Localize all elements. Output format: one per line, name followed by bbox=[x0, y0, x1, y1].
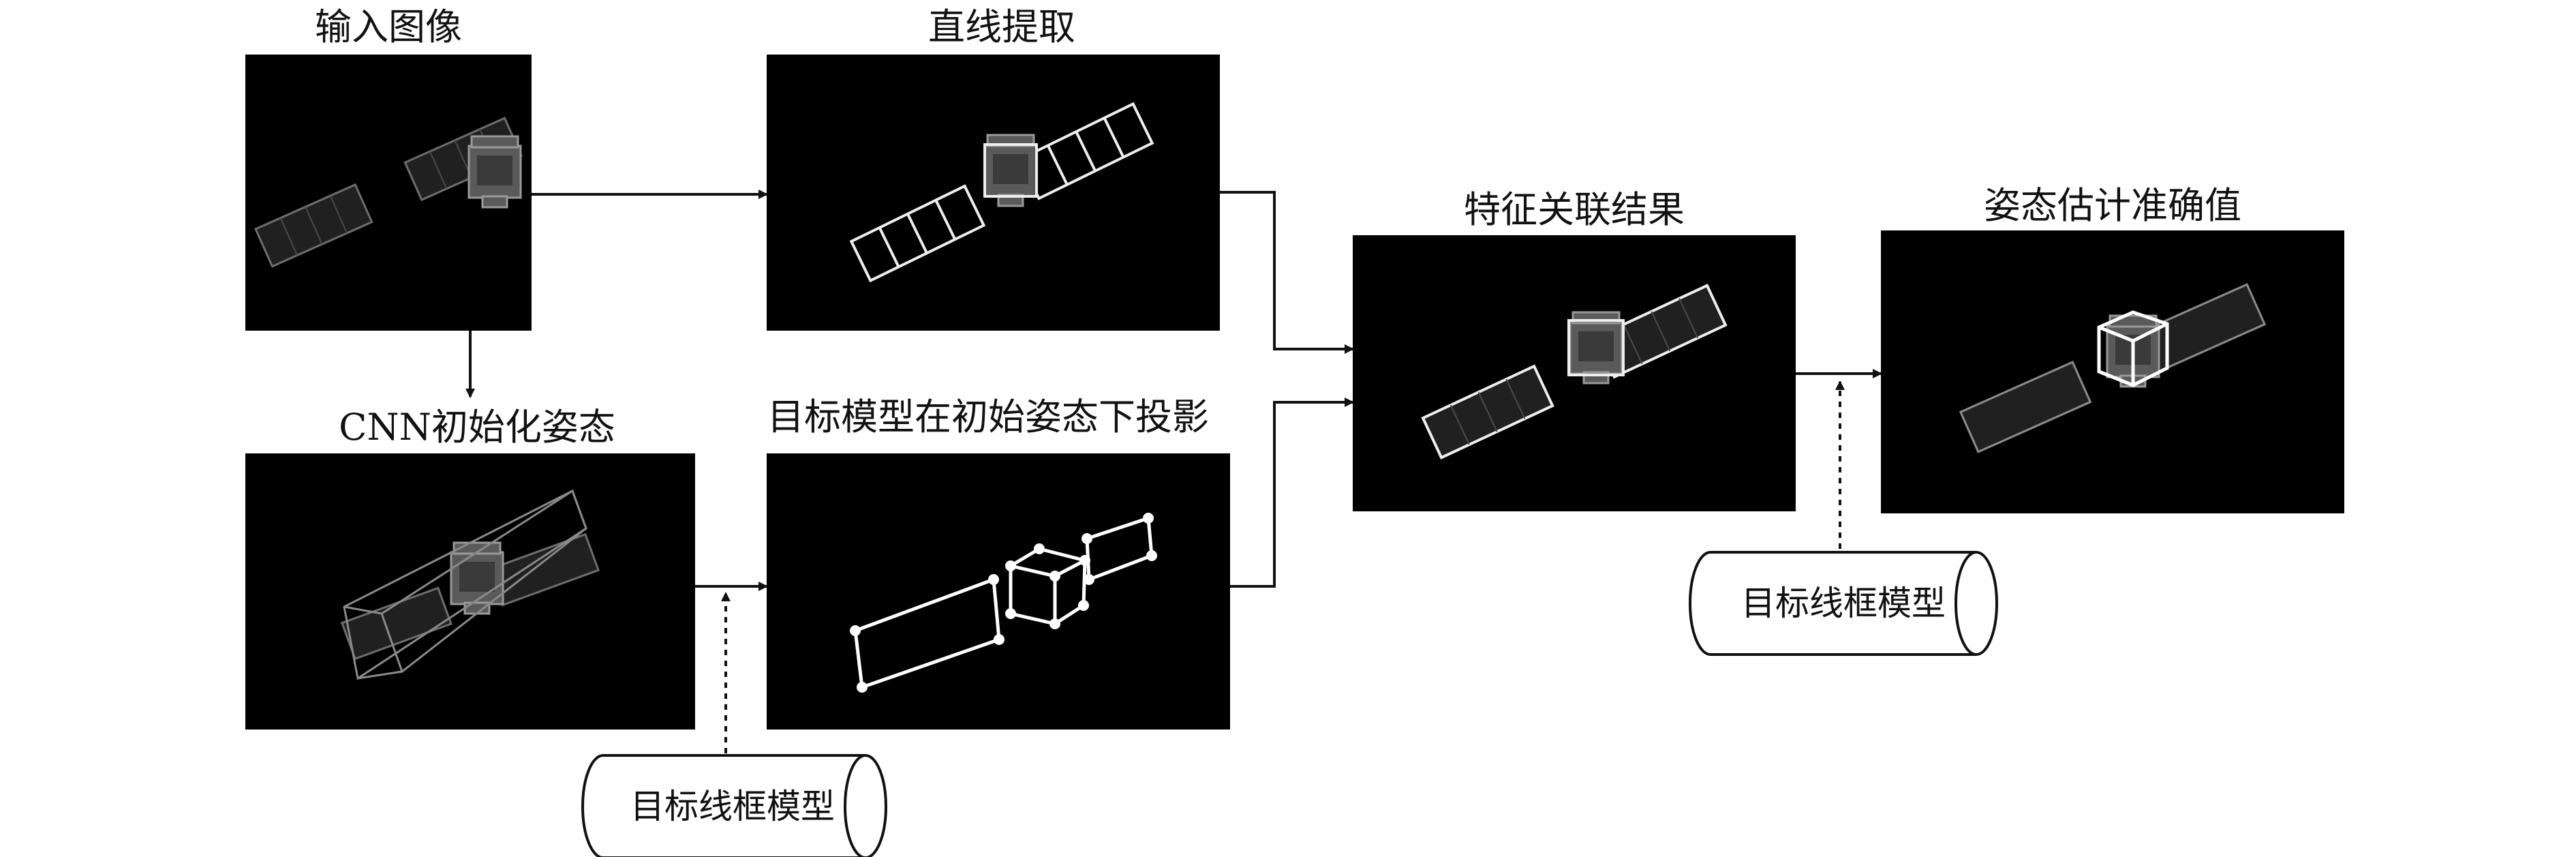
pose-estimate-title: 姿态估计准确值 bbox=[1984, 184, 2241, 227]
wireframe-model-cylinder-2: 目标线框模型 bbox=[1689, 551, 1998, 656]
cnn-init-pose-title: CNN初始化姿态 bbox=[339, 406, 615, 449]
wireframe-model-label-1: 目标线框模型 bbox=[630, 787, 835, 826]
wireframe-model-cylinder-1: 目标线框模型 bbox=[581, 754, 887, 857]
input-image-panel bbox=[245, 55, 532, 331]
line-extraction-title: 直线提取 bbox=[928, 5, 1075, 48]
feature-association-panel bbox=[1353, 235, 1796, 511]
pose-estimate-panel bbox=[1881, 230, 2344, 513]
model-projection-title: 目标模型在初始姿态下投影 bbox=[767, 395, 1209, 438]
arrow-lines-to-association bbox=[1220, 191, 1354, 354]
cnn-init-pose-panel bbox=[245, 453, 695, 730]
feature-association-title: 特征关联结果 bbox=[1464, 188, 1685, 231]
arrow-projection-to-association bbox=[1230, 397, 1354, 588]
line-extraction-panel bbox=[767, 55, 1220, 331]
wireframe-model-label-2: 目标线框模型 bbox=[1741, 584, 1946, 623]
input-image-title: 输入图像 bbox=[315, 5, 462, 48]
model-projection-panel bbox=[767, 453, 1230, 730]
